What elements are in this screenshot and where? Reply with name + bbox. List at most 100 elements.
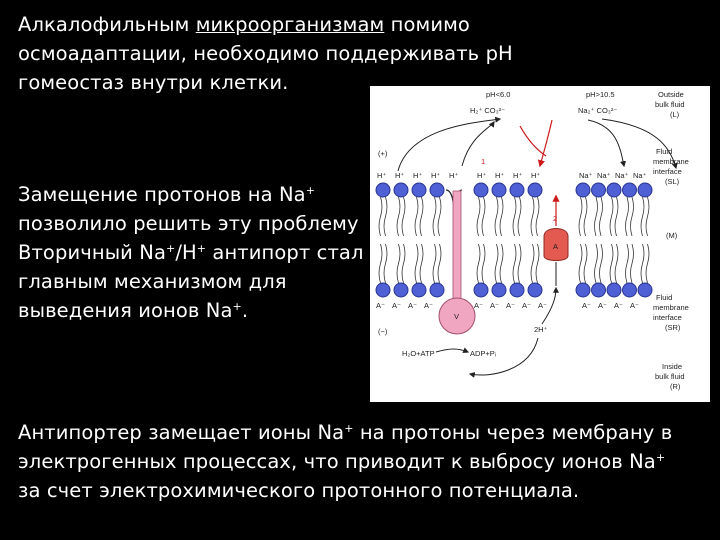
lipid-tail: [476, 243, 481, 284]
lipid-tail: [645, 243, 650, 284]
lipid-tail: [583, 196, 588, 237]
lipid-tail: [432, 243, 437, 284]
lipid-tail: [414, 243, 419, 284]
lipid-tail: [530, 243, 535, 284]
proton-arc-inner: [461, 121, 495, 167]
lipid-head: [606, 182, 622, 198]
top-mid-ion: H⁺: [531, 171, 540, 180]
microorganisms-link[interactable]: микроорганизмам: [195, 13, 385, 36]
lipid-tail: [594, 196, 598, 237]
superscript: +: [232, 300, 242, 313]
proton-arc-left: [397, 116, 502, 172]
lipid-head: [622, 282, 637, 298]
lipid-tail: [645, 196, 650, 237]
top-left-ion: H⁺: [431, 171, 440, 180]
lipid-head: [473, 182, 489, 198]
lipid-tail: [614, 196, 619, 237]
top-left-ion: H⁺: [395, 171, 404, 180]
surface-label-3: interface: [653, 167, 682, 176]
top-mid-ion: H⁺: [495, 171, 504, 180]
inner-surface-label-2: membrane: [653, 303, 689, 312]
anion-label: A⁻: [598, 301, 607, 310]
anion-label: A⁻: [538, 301, 547, 310]
lipid-head: [393, 182, 409, 198]
lipid-head: [491, 282, 507, 298]
body-text: выведения ионов Na: [18, 299, 233, 322]
lipid-tail: [419, 196, 424, 237]
lipid-tail: [640, 243, 645, 284]
surface-label-4: (SL): [665, 177, 680, 186]
lipid-head: [527, 282, 543, 298]
lipid-bilayer: [375, 182, 653, 298]
lipid-head: [473, 282, 489, 298]
lipid-tail: [419, 243, 424, 284]
antiporter-label: A: [553, 242, 558, 251]
intro-text: помимо: [384, 13, 470, 36]
lipid-tail: [401, 196, 406, 237]
atp-hydrolysis-arrow: [435, 347, 470, 354]
intro-text: осмоадаптации, необходимо поддерживать p…: [18, 42, 513, 65]
top-left-ion: H⁺: [449, 171, 458, 180]
surface-label-2: membrane: [653, 157, 689, 166]
superscript: +: [196, 242, 207, 255]
lipid-head: [606, 282, 622, 298]
proton-replacement-paragraph: Замещение протонов на Na+ позволило реши…: [18, 180, 363, 325]
body-text: электрогенных процессах, что приводит к …: [18, 450, 656, 473]
lipid-tail: [414, 196, 419, 237]
lipid-head: [375, 282, 391, 298]
lipid-tail: [599, 196, 603, 237]
lipid-tail: [396, 196, 401, 237]
lipid-tail: [609, 196, 614, 237]
lipid-head: [637, 282, 653, 298]
lipid-head: [637, 182, 653, 198]
lipid-tail: [378, 243, 383, 284]
lipid-tail: [383, 196, 388, 237]
vesicle-label: V: [454, 312, 459, 321]
lipid-tail: [494, 243, 499, 284]
anion-label: A⁻: [522, 301, 531, 310]
lipid-tail: [476, 196, 481, 237]
lipid-tail: [530, 196, 535, 237]
lipid-tail: [499, 196, 504, 237]
lipid-tail: [535, 243, 540, 284]
lipid-tail: [630, 196, 634, 237]
right-outside-species: Na₂⁺ CO₃²⁻: [578, 106, 617, 115]
lipid-head: [527, 182, 543, 198]
top-right-ion: Na⁺: [579, 171, 593, 180]
atpase-stalk: [452, 190, 462, 302]
lipid-tail: [512, 196, 517, 237]
membrane-diagram: pH<6.0 pH>10.5 H₂⁺ CO₃²⁻ Na₂⁺ CO₃²⁻ Outs…: [375, 90, 689, 391]
lipid-tail: [437, 196, 442, 237]
anion-label: A⁻: [582, 301, 591, 310]
top-right-ion: Na⁺: [633, 171, 647, 180]
lipid-tail: [578, 196, 583, 237]
ph-right-label: pH>10.5: [586, 90, 615, 99]
membrane-label: (M): [666, 231, 678, 240]
lipid-head: [411, 282, 427, 298]
proton-in-arrow: [541, 286, 559, 325]
lipid-tail: [396, 243, 401, 284]
left-outside-species: H₂⁺ CO₃²⁻: [470, 106, 505, 115]
anion-label: A⁻: [392, 301, 401, 310]
lipid-tail: [512, 243, 517, 284]
top-mid-ion: H⁺: [477, 171, 486, 180]
superscript: +: [166, 242, 176, 255]
lipid-tail: [517, 196, 522, 237]
inner-surface-label-1: Fluid: [656, 293, 672, 302]
top-right-ion: Na⁺: [597, 171, 611, 180]
inside-label-2: bulk fluid: [655, 372, 685, 381]
ph-left-label: pH<6.0: [486, 90, 510, 99]
lipid-tail: [625, 196, 629, 237]
lipid-tail: [640, 196, 645, 237]
outside-label-2: bulk fluid: [655, 100, 685, 109]
minus-sign: (−): [378, 327, 388, 336]
superscript: +: [305, 184, 316, 197]
sodium-arc-far-right: [601, 118, 678, 170]
step-number-2: 2: [553, 214, 557, 223]
inner-surface-label-4: (SR): [665, 323, 681, 332]
body-text: антипорт стал: [206, 241, 364, 264]
lipid-tail: [437, 243, 442, 284]
lipid-tail: [578, 243, 583, 284]
cycle-arrow: [468, 337, 539, 378]
lipid-tail: [383, 243, 388, 284]
